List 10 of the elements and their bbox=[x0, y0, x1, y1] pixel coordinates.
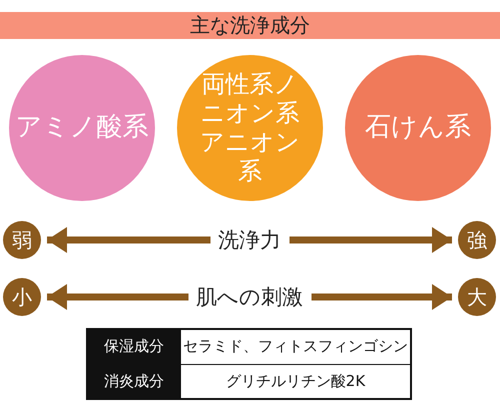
category-circle: 両性系ノニオン系アニオン系 bbox=[177, 55, 323, 201]
category-circle: 石けん系 bbox=[345, 55, 491, 201]
table-cell: グリチルリチン酸2K bbox=[181, 364, 410, 398]
table-cell: セラミド、フィトスフィンゴシン bbox=[181, 330, 410, 364]
category-circle: アミノ酸系 bbox=[9, 55, 155, 201]
title-banner: 主な洗浄成分 bbox=[0, 12, 500, 39]
scale-circle: 弱 bbox=[3, 221, 41, 259]
scale-circle: 強 bbox=[458, 221, 496, 259]
scale-circle: 小 bbox=[3, 278, 41, 316]
scale-circle: 大 bbox=[458, 278, 496, 316]
